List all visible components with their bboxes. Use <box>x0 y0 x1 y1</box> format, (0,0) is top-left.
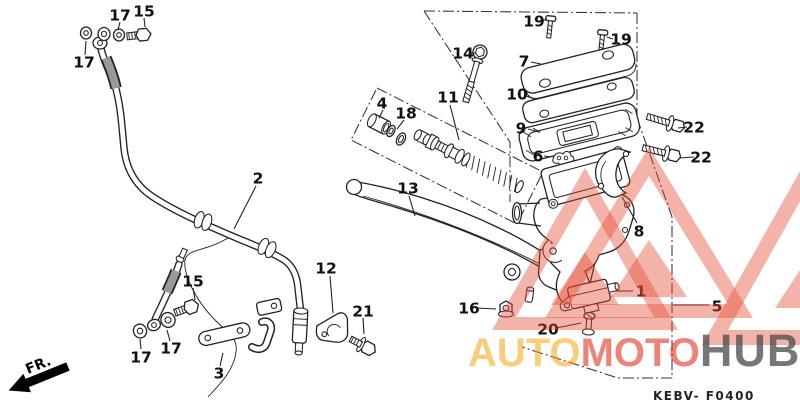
part-leader-13 <box>408 195 416 217</box>
part-label-4: 4 <box>377 95 388 113</box>
clamp-holder-8 <box>594 148 632 198</box>
part-leader-18 <box>396 119 405 130</box>
part-label-7: 7 <box>519 53 530 71</box>
part-leader-15 <box>192 287 196 301</box>
part-leader-16 <box>476 307 497 310</box>
triangle-logo-right <box>702 171 800 345</box>
seals-18 <box>386 124 407 146</box>
part-leader-8 <box>621 196 638 224</box>
screw-20 <box>581 311 596 336</box>
bolt-22-upper <box>645 112 686 133</box>
triangle-logo-center-inner <box>611 240 687 297</box>
part-label-3: 3 <box>214 365 225 383</box>
part-label-11: 11 <box>437 89 459 107</box>
piston-kit-11 <box>366 113 524 194</box>
part-label-17: 17 <box>73 54 95 72</box>
part-label-17: 17 <box>109 7 131 25</box>
part-label-15: 15 <box>182 273 204 291</box>
bolt-21 <box>348 335 376 357</box>
part-leader-2 <box>233 185 257 230</box>
bolt-14 <box>462 44 488 104</box>
part-label-9: 9 <box>516 120 527 138</box>
part-label-21: 21 <box>352 303 374 321</box>
part-leader-20 <box>555 322 582 329</box>
triangle-logo-left <box>492 168 678 330</box>
part-label-19: 19 <box>610 31 632 49</box>
part-leader-21 <box>362 317 365 335</box>
bracket-3 <box>198 297 283 354</box>
bolt-22-lower <box>641 144 682 163</box>
part-leader-4 <box>378 109 384 119</box>
part-label-16: 16 <box>458 300 480 318</box>
part-label-13: 13 <box>397 180 419 198</box>
lever-pivot-hole <box>503 263 521 281</box>
part-leader-9 <box>527 128 540 133</box>
part-leader-22 <box>678 156 695 159</box>
part-leader-17 <box>166 329 171 342</box>
part-label-2: 2 <box>253 170 264 188</box>
part-label-12: 12 <box>315 260 337 278</box>
brake-hose-2 <box>92 36 309 356</box>
banjo-bolt-15-lower <box>172 298 200 317</box>
diagram-code: KEBV- F0400 <box>653 389 755 403</box>
part-leader-19 <box>541 18 548 22</box>
part-label-6: 6 <box>533 148 544 166</box>
screw-19-right <box>597 29 609 53</box>
part-label-10: 10 <box>506 86 528 104</box>
part-leader-10 <box>523 94 535 100</box>
part-label-22: 22 <box>690 149 712 167</box>
part-label-18: 18 <box>395 105 417 123</box>
triangle-logo-center <box>545 147 753 318</box>
brake-switch-1 <box>559 278 620 314</box>
part-label-14: 14 <box>452 45 474 63</box>
part-leader-17 <box>139 338 142 350</box>
washers-17-bolt-15-top <box>79 26 152 42</box>
part-leader-15 <box>143 17 146 28</box>
part-label-17: 17 <box>130 349 152 367</box>
cup-4 <box>366 113 392 135</box>
triangle-logo-right-inner <box>775 270 800 308</box>
diaphragm-9 <box>518 102 641 162</box>
triangle-logo-left-inner <box>551 252 619 305</box>
part-leader-19 <box>606 36 614 40</box>
part-leader-11 <box>449 104 460 141</box>
part-label-19: 19 <box>523 13 545 31</box>
part-label-8: 8 <box>634 223 645 241</box>
piston-and-spring <box>413 129 524 194</box>
part-leader-22 <box>677 126 688 129</box>
part-leader-17 <box>117 21 121 31</box>
part-label-5: 5 <box>712 298 723 316</box>
part-label-15: 15 <box>133 3 155 21</box>
pivot-nut-16 <box>497 300 515 318</box>
watermark-triangles <box>492 147 800 345</box>
assembly-boundary-lines <box>350 10 673 379</box>
part-label-22: 22 <box>683 119 705 137</box>
part-leader-17 <box>84 40 87 56</box>
banjo-bolt-15 <box>126 27 152 42</box>
part-label-1: 1 <box>636 283 647 301</box>
part-leader-7 <box>530 61 542 65</box>
part-label-20: 20 <box>537 321 559 339</box>
part-label-17: 17 <box>160 340 182 358</box>
part-leader-12 <box>329 275 334 314</box>
hose-routing-curve <box>184 237 237 398</box>
part-leader-6 <box>543 155 552 158</box>
fr-direction-arrow: FR. <box>8 353 70 393</box>
clamp-12 <box>315 312 349 343</box>
screw-19-left <box>545 15 557 39</box>
washers-17-bolt-15-lower <box>132 247 200 339</box>
hose-end-fitting <box>291 307 309 356</box>
diaphragm-plate-10 <box>522 76 635 124</box>
part-leader-3 <box>219 352 224 367</box>
